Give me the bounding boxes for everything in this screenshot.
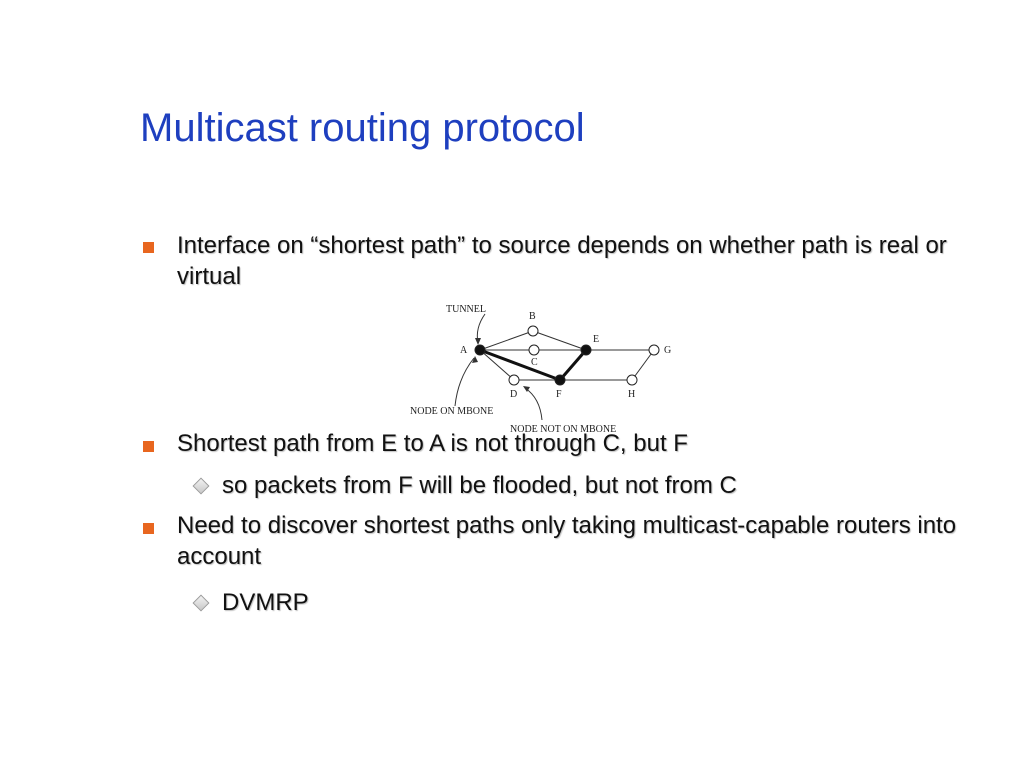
edge-b-e bbox=[532, 330, 587, 351]
subbullet-dvmrp: DVMRP bbox=[222, 589, 309, 616]
bullet-square-icon bbox=[143, 441, 154, 452]
bullet-square-icon bbox=[143, 242, 154, 253]
bullet-interface-shortest-path: Interface on “shortest path” to source d… bbox=[177, 232, 947, 290]
bullet-square-icon bbox=[143, 523, 154, 534]
edge-f-e-tunnel bbox=[558, 349, 588, 381]
arrow-head-tunnel bbox=[475, 338, 481, 345]
node-g bbox=[648, 344, 660, 356]
node-h bbox=[626, 374, 638, 386]
network-graph: A B C D E F G H TUNNEL NODE ON MBONE NOD… bbox=[410, 304, 671, 435]
edge-a-b bbox=[479, 330, 534, 351]
label-node-f: F bbox=[556, 389, 562, 400]
edge-h-g bbox=[631, 349, 655, 381]
label-node-b: B bbox=[529, 311, 536, 322]
tunnel-edges bbox=[479, 348, 588, 382]
slide-title: Multicast routing protocol bbox=[140, 106, 585, 150]
label-node-not-on-mbone: NODE NOT ON MBONE bbox=[510, 424, 616, 435]
label-node-d: D bbox=[510, 389, 517, 400]
label-node-e: E bbox=[593, 334, 599, 345]
arrow-node-on-mbone bbox=[454, 357, 475, 407]
graph-edges bbox=[479, 330, 655, 381]
label-node-c: C bbox=[531, 357, 538, 368]
graph-nodes bbox=[474, 325, 660, 386]
label-node-h: H bbox=[628, 389, 635, 400]
arrow-node-not-on-mbone bbox=[524, 387, 543, 421]
label-tunnel: TUNNEL bbox=[446, 304, 486, 315]
bullet-discover-shortest-paths: Need to discover shortest paths only tak… bbox=[177, 512, 957, 570]
node-c bbox=[528, 344, 540, 356]
subbullet-packets-flooded: so packets from F will be flooded, but n… bbox=[222, 472, 737, 499]
node-a bbox=[474, 344, 486, 356]
label-node-g: G bbox=[664, 345, 671, 356]
label-node-on-mbone: NODE ON MBONE bbox=[410, 406, 493, 417]
arrow-head-on-mbone bbox=[472, 356, 478, 363]
node-b bbox=[527, 325, 539, 337]
node-d bbox=[508, 374, 520, 386]
label-node-a: A bbox=[460, 345, 468, 356]
arrow-head-not-on-mbone bbox=[523, 386, 530, 392]
edge-a-d bbox=[479, 349, 515, 381]
bullet-shortest-path-e-to-a: Shortest path from E to A is not through… bbox=[177, 430, 688, 457]
bullet-diamond-icon bbox=[192, 477, 210, 495]
mbone-tunnel-diagram: A B C D E F G H TUNNEL NODE ON MBONE NOD… bbox=[400, 298, 700, 438]
edge-a-f-tunnel bbox=[479, 348, 561, 382]
bullet-diamond-icon bbox=[192, 594, 210, 612]
arrow-heads bbox=[472, 338, 530, 392]
node-e bbox=[580, 344, 592, 356]
node-f bbox=[554, 374, 566, 386]
